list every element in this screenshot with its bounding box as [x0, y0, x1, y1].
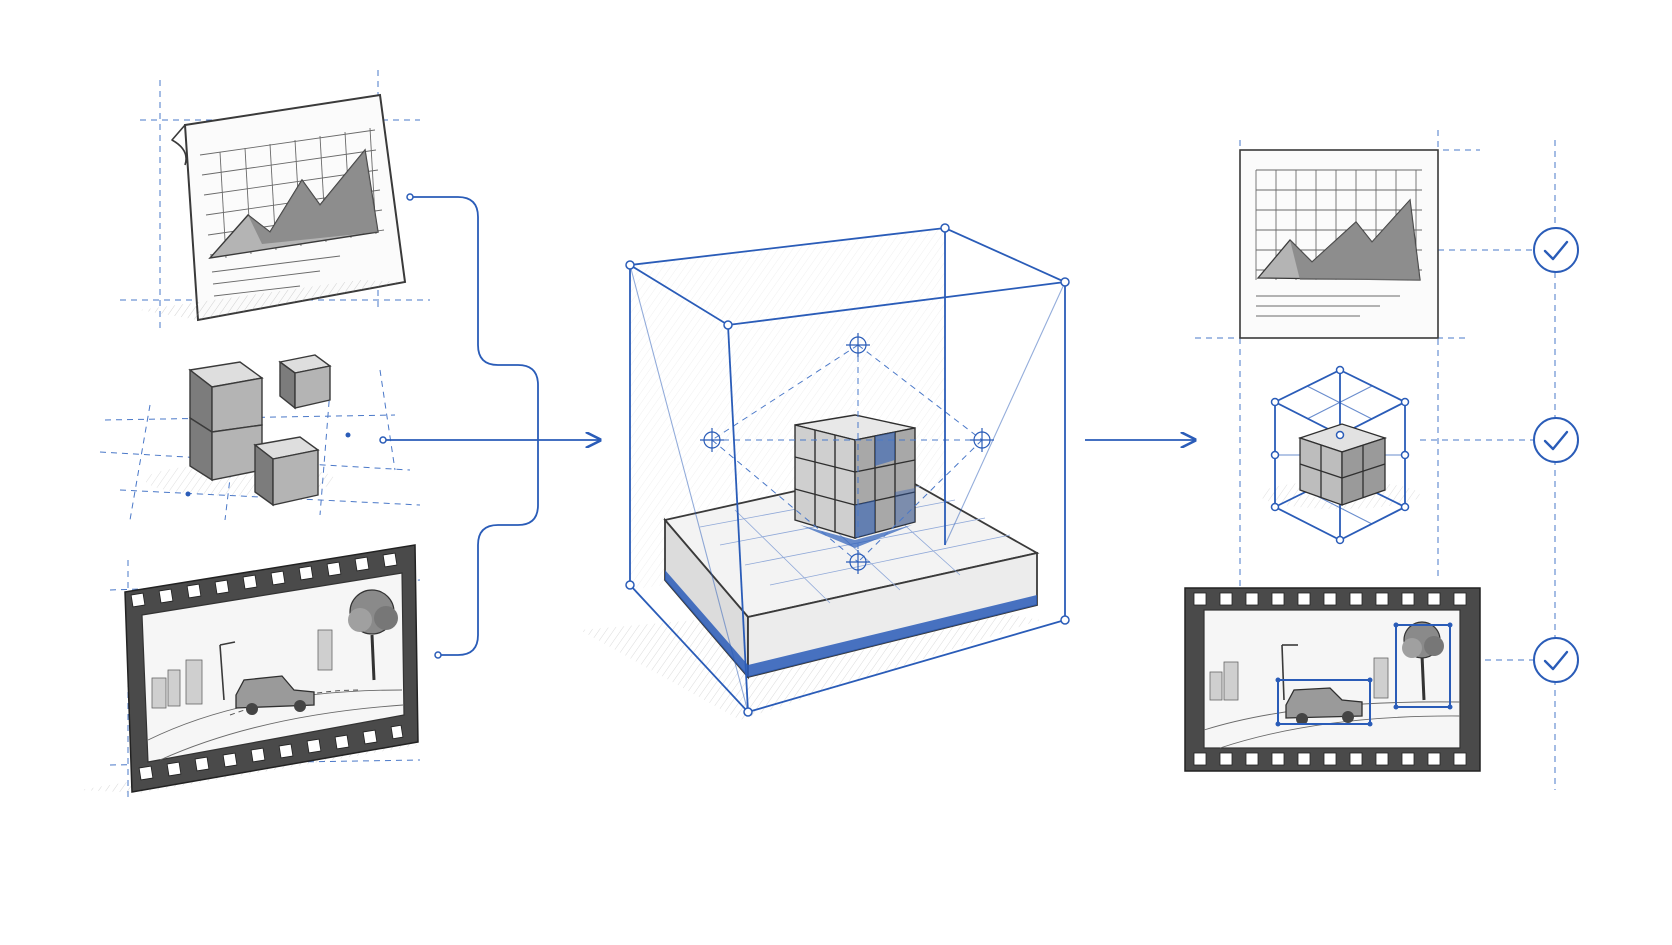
filmstrip-icon	[1184, 587, 1481, 772]
input-3d-cubes	[99, 354, 421, 521]
filmstrip-icon	[80, 544, 421, 800]
check-circle-icon	[1533, 417, 1579, 463]
output-3d-cube	[1260, 365, 1579, 545]
chart-document-icon	[1239, 149, 1439, 339]
check-circle-icon	[1533, 227, 1579, 273]
processor	[580, 223, 1070, 720]
input-video-filmstrip	[80, 544, 421, 800]
merge-connectors	[379, 193, 600, 659]
cube-wireframe-icon	[1260, 365, 1420, 545]
target-markers	[700, 333, 994, 574]
chart-document-icon	[120, 70, 430, 330]
output-video-filmstrip	[1184, 587, 1579, 772]
wireframe-box-with-cube-icon	[580, 223, 1070, 720]
cubes-icon	[99, 354, 421, 521]
check-circle-icon	[1533, 637, 1579, 683]
detection-boxes	[1275, 622, 1453, 727]
output-chart-document	[1239, 149, 1579, 339]
input-chart-document	[120, 70, 430, 330]
